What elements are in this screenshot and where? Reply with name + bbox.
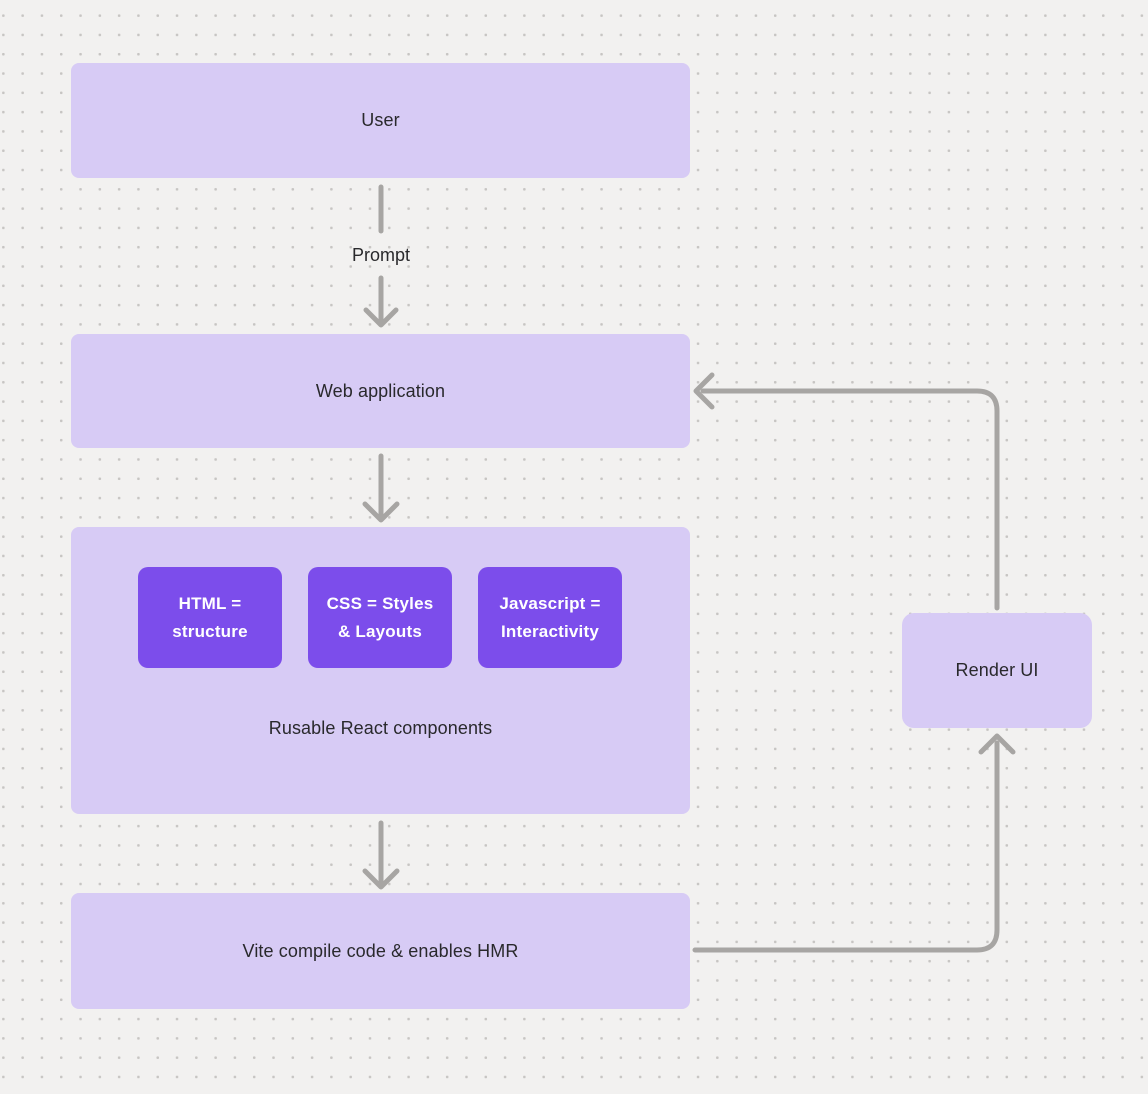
arrowhead-down-icon xyxy=(362,868,400,890)
chip-javascript-label: Javascript = Interactivity xyxy=(499,593,601,641)
edge-user-to-webapp[interactable] xyxy=(363,184,399,328)
edge-components-to-vite[interactable] xyxy=(362,820,400,890)
arrowhead-down-icon xyxy=(363,307,399,328)
edge-vite-to-renderui[interactable] xyxy=(692,733,1016,953)
arrowhead-up-icon xyxy=(978,733,1016,755)
node-user[interactable]: User xyxy=(71,63,690,178)
chip-css[interactable]: CSS = Styles & Layouts xyxy=(308,567,452,668)
chip-html[interactable]: HTML = structure xyxy=(138,567,282,668)
arrowhead-left-icon xyxy=(693,372,715,410)
edge-webapp-to-components[interactable] xyxy=(362,453,400,523)
node-render-ui-label: Render UI xyxy=(955,660,1039,680)
edge-label-prompt: Prompt xyxy=(351,245,411,265)
node-web-application[interactable]: Web application xyxy=(71,334,690,448)
node-vite[interactable]: Vite compile code & enables HMR xyxy=(71,893,690,1009)
chip-html-label: HTML = structure xyxy=(172,593,248,641)
chip-css-label: CSS = Styles & Layouts xyxy=(326,593,434,641)
node-react-components-label: Rusable React components xyxy=(268,718,493,738)
node-vite-label: Vite compile code & enables HMR xyxy=(242,940,519,961)
node-react-components[interactable]: HTML = structure CSS = Styles & Layouts … xyxy=(71,527,690,814)
arrowhead-down-icon xyxy=(362,501,400,523)
node-user-label: User xyxy=(361,110,400,130)
node-web-application-label: Web application xyxy=(315,380,446,401)
edge-line[interactable] xyxy=(692,740,1000,953)
chip-javascript[interactable]: Javascript = Interactivity xyxy=(478,567,622,668)
edge-line[interactable] xyxy=(700,388,1000,611)
edge-renderui-to-webapp[interactable] xyxy=(693,372,1000,611)
node-render-ui[interactable]: Render UI xyxy=(902,613,1092,728)
